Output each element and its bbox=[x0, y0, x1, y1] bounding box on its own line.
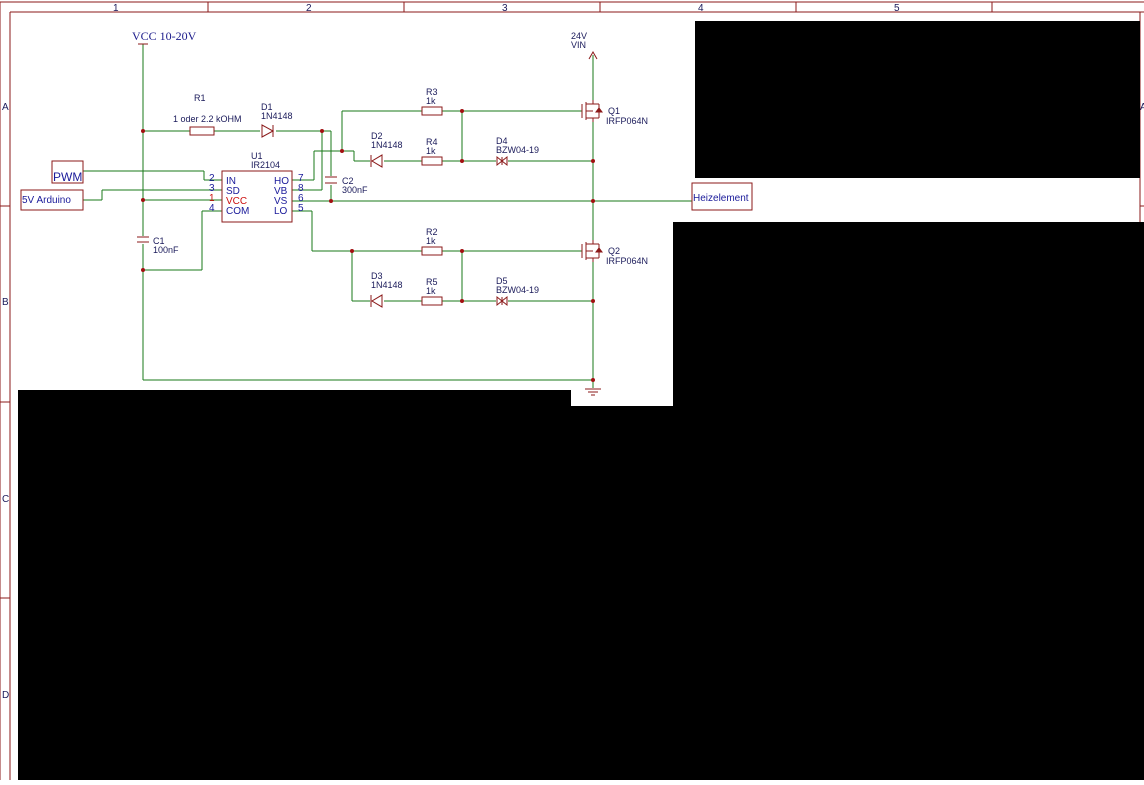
row-label: B bbox=[2, 297, 9, 308]
junctions bbox=[141, 109, 595, 382]
pin-number: 7 bbox=[298, 173, 304, 184]
d5-value: BZW04-19 bbox=[496, 285, 539, 295]
mosfet-q2: Q2 IRFP064N bbox=[581, 240, 648, 266]
r4-value: 1k bbox=[426, 146, 436, 156]
c2-ref: C2 bbox=[342, 176, 354, 186]
r1-value: 1 oder 2.2 kOHM bbox=[173, 114, 242, 124]
r4-ref: R4 bbox=[426, 137, 438, 147]
vin-supply-symbol: 24V VIN bbox=[571, 31, 598, 60]
column-label: 3 bbox=[502, 3, 508, 14]
d1-value: 1N4148 bbox=[261, 111, 293, 121]
ground-symbol bbox=[585, 388, 601, 396]
pin-number: 1 bbox=[209, 193, 215, 204]
pin-name: VS bbox=[274, 196, 288, 207]
u1-part: IR2104 bbox=[251, 160, 280, 170]
mosfet-q1: Q1 IRFP064N bbox=[581, 100, 648, 126]
redaction-block bbox=[18, 390, 571, 780]
pin-name: VB bbox=[274, 186, 288, 197]
d3-ref: D3 bbox=[371, 271, 383, 281]
pin-name: COM bbox=[226, 206, 249, 217]
driver-ic-u1: U1 IR2104 2 3 1 4 IN SD VCC COM HO VB VS… bbox=[209, 151, 304, 223]
heater-port-label: Heizelement bbox=[693, 193, 749, 204]
diode-d2: D2 1N4148 bbox=[370, 131, 403, 168]
c2-value: 300nF bbox=[342, 185, 368, 195]
column-label: 5 bbox=[894, 3, 900, 14]
d2-value: 1N4148 bbox=[371, 140, 403, 150]
vcc-label: VCC 10-20V bbox=[132, 29, 197, 43]
r1-ref: R1 bbox=[194, 93, 206, 103]
r3-ref: R3 bbox=[426, 87, 438, 97]
redaction-block bbox=[571, 406, 673, 780]
resistor-r2: R2 1k bbox=[421, 227, 443, 256]
diode-d3: D3 1N4148 bbox=[370, 271, 403, 308]
arduino-port: 5V Arduino bbox=[20, 189, 84, 211]
q2-value: IRFP064N bbox=[606, 256, 648, 266]
row-label: A bbox=[2, 102, 9, 113]
column-label: 4 bbox=[698, 3, 704, 14]
wires bbox=[83, 44, 692, 388]
pwm-port: PWM bbox=[51, 160, 84, 184]
pwm-port-label: PWM bbox=[53, 170, 82, 184]
capacitor-c2: C2 300nF bbox=[325, 176, 368, 195]
column-labels: 1 2 3 4 5 bbox=[113, 3, 900, 14]
tvs-diode-d5: D5 BZW04-19 bbox=[496, 276, 539, 307]
resistor-r1: R1 1 oder 2.2 kOHM bbox=[173, 93, 242, 136]
row-label: C bbox=[2, 494, 9, 505]
r5-value: 1k bbox=[426, 286, 436, 296]
c1-value: 100nF bbox=[153, 245, 179, 255]
r2-ref: R2 bbox=[426, 227, 438, 237]
redaction-block bbox=[695, 21, 1140, 178]
pin-number: 3 bbox=[209, 183, 215, 194]
r5-ref: R5 bbox=[426, 277, 438, 287]
column-label: 1 bbox=[113, 3, 119, 14]
heater-port: Heizelement bbox=[691, 182, 753, 211]
row-label: D bbox=[2, 690, 9, 701]
resistor-r4: R4 1k bbox=[421, 137, 443, 166]
q1-value: IRFP064N bbox=[606, 116, 648, 126]
d1-ref: D1 bbox=[261, 102, 273, 112]
pin-number: 8 bbox=[298, 183, 304, 194]
vin-voltage-label: 24V bbox=[571, 31, 587, 41]
d5-ref: D5 bbox=[496, 276, 508, 286]
pin-number: 2 bbox=[209, 173, 215, 184]
resistor-r3: R3 1k bbox=[421, 87, 443, 116]
row-labels: A B C D A bbox=[2, 102, 1144, 701]
d4-value: BZW04-19 bbox=[496, 145, 539, 155]
pin-name: IN bbox=[226, 176, 236, 187]
d2-ref: D2 bbox=[371, 131, 383, 141]
c1-ref: C1 bbox=[153, 236, 165, 246]
pin-number: 6 bbox=[298, 193, 304, 204]
diode-d1: D1 1N4148 bbox=[261, 102, 293, 138]
vcc-supply-symbol: VCC 10-20V bbox=[132, 29, 197, 45]
arduino-port-label: 5V Arduino bbox=[22, 195, 71, 206]
pin-name: LO bbox=[274, 206, 288, 217]
pin-name: HO bbox=[274, 176, 289, 187]
row-label: A bbox=[1140, 102, 1144, 113]
pin-name: VCC bbox=[226, 196, 247, 207]
redaction-blocks bbox=[18, 21, 1144, 780]
u1-ref: U1 bbox=[251, 151, 263, 161]
pin-number: 4 bbox=[209, 203, 215, 214]
d3-value: 1N4148 bbox=[371, 280, 403, 290]
r2-value: 1k bbox=[426, 236, 436, 246]
vin-label: VIN bbox=[571, 40, 586, 50]
resistor-r5: R5 1k bbox=[421, 277, 443, 306]
d4-ref: D4 bbox=[496, 136, 508, 146]
capacitor-c1: C1 100nF bbox=[136, 236, 179, 255]
column-label: 2 bbox=[306, 3, 312, 14]
q1-ref: Q1 bbox=[608, 106, 620, 116]
redaction-block bbox=[673, 222, 1144, 780]
pin-number: 5 bbox=[298, 203, 304, 214]
tvs-diode-d4: D4 BZW04-19 bbox=[496, 136, 539, 167]
r3-value: 1k bbox=[426, 96, 436, 106]
pin-name: SD bbox=[226, 186, 240, 197]
q2-ref: Q2 bbox=[608, 246, 620, 256]
